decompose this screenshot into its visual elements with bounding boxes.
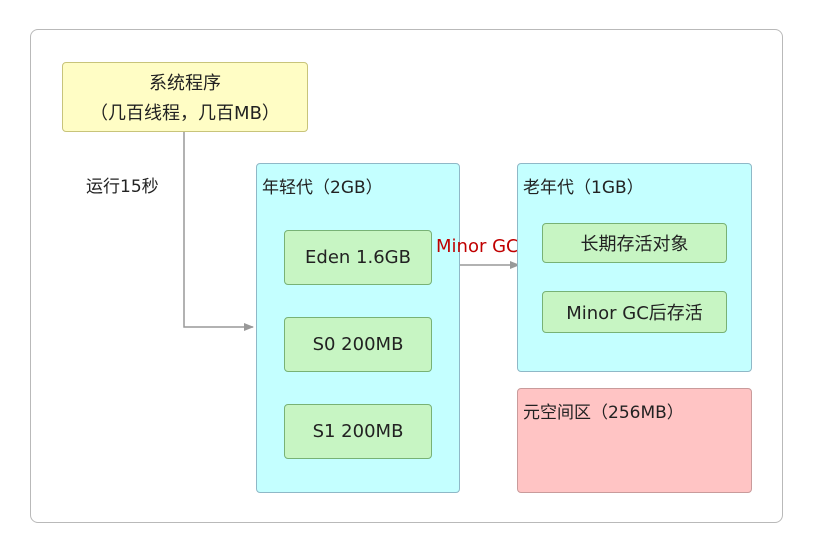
s0-label: S0 200MB [312, 334, 404, 355]
old-generation-box: 老年代（1GB） [517, 163, 752, 372]
run-duration-label: 运行15秒 [86, 177, 159, 197]
young-generation-title: 年轻代（2GB） [262, 178, 383, 198]
metaspace-title: 元空间区（256MB） [523, 403, 684, 423]
long-lived-objects-box: 长期存活对象 [542, 223, 727, 263]
s1-box: S1 200MB [284, 404, 432, 459]
system-program-subtitle: （几百线程，几百MB） [90, 103, 280, 124]
metaspace-box: 元空间区（256MB） [517, 388, 752, 493]
minor-gc-label: Minor GC [436, 236, 519, 257]
long-lived-objects-label: 长期存活对象 [580, 234, 689, 255]
s0-box: S0 200MB [284, 317, 432, 372]
minor-gc-survivors-box: Minor GC后存活 [542, 291, 727, 333]
s1-label: S1 200MB [312, 421, 404, 442]
minor-gc-survivors-label: Minor GC后存活 [566, 303, 703, 324]
eden-box: Eden 1.6GB [284, 230, 432, 285]
system-program-title: 系统程序 [149, 73, 221, 94]
system-program-box: 系统程序 （几百线程，几百MB） [62, 62, 308, 132]
eden-label: Eden 1.6GB [305, 247, 411, 268]
old-generation-title: 老年代（1GB） [523, 178, 644, 198]
